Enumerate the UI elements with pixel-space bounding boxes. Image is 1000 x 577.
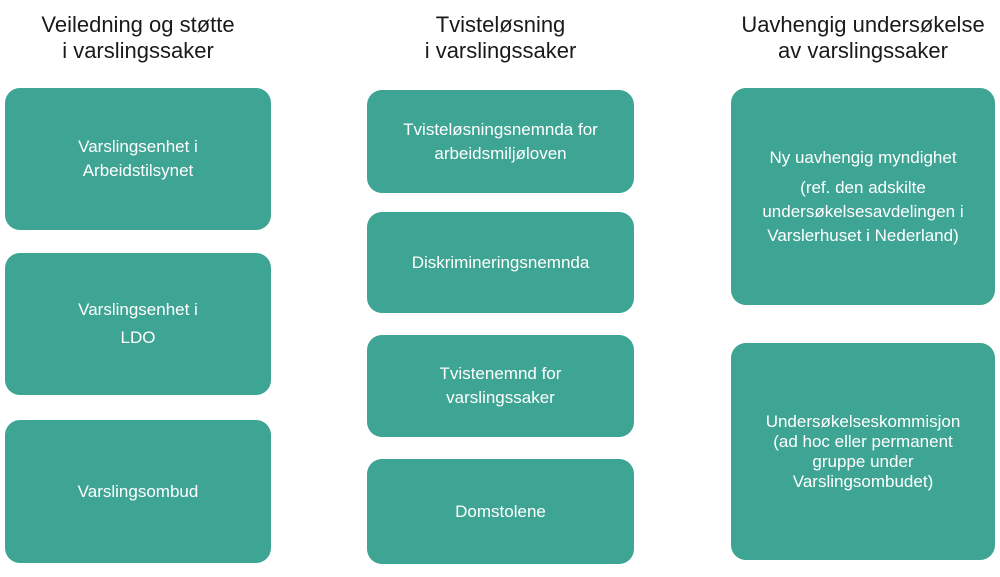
box-text-line: Diskrimineringsnemnda [411, 252, 590, 272]
box-varslingsenhet-ldo: Varslingsenhet i LDO [5, 253, 271, 395]
column-header-line: i varslingssaker [62, 38, 214, 63]
column-header-line: i varslingssaker [424, 38, 577, 63]
box-text-line: undersøkelsesavdelingen i [762, 201, 964, 221]
box-text-line: (ref. den adskilte [800, 177, 926, 197]
box-text-line: Varslingsenhet i [78, 300, 198, 319]
box-text-line: LDO [120, 328, 156, 347]
box-text-line: (ad hoc eller permanent [773, 431, 953, 451]
box-varslingsenhet-arbeidstilsynet: Varslingsenhet i Arbeidstilsynet [5, 88, 271, 230]
box-text-line: Ny uavhengig myndighet [769, 147, 957, 167]
box-text-line: arbeidsmiljøloven [434, 143, 567, 163]
box-text-line: Domstolene [455, 501, 546, 521]
box-text-line: Undersøkelseskommisjon [765, 411, 961, 431]
box-undersokelseskommisjon: Undersøkelseskommisjon (ad hoc eller per… [731, 343, 995, 560]
column-header: Veiledning og støtte i varslingssaker [5, 12, 271, 64]
column-header-line: Tvisteløsning [435, 12, 566, 37]
box-text-line: varslingssaker [446, 388, 555, 407]
column-uavhengig-undersokelse: Uavhengig undersøkelse av varslingssaker… [731, 0, 995, 577]
box-diskrimineringsnemnda: Diskrimineringsnemnda [367, 212, 634, 313]
box-varslingsombud: Varslingsombud [5, 420, 271, 563]
box-text-line: Varslingsombudet) [792, 471, 934, 491]
box-text-line: Varslingsenhet i [78, 137, 198, 156]
box-ny-uavhengig-myndighet: Ny uavhengig myndighet (ref. den adskilt… [731, 88, 995, 305]
column-header: Tvisteløsning i varslingssaker [367, 12, 634, 64]
box-tvistelosningsnemnda: Tvisteløsningsnemnda for arbeidsmiljølov… [367, 90, 634, 193]
column-header-line: av varslingssaker [778, 38, 948, 63]
box-text-line: gruppe under [812, 451, 914, 471]
column-header-line: Veiledning og støtte [41, 12, 235, 37]
box-text-line: Varslerhuset i Nederland) [767, 225, 959, 245]
box-tvistenemnd: Tvistenemnd for varslingssaker [367, 335, 634, 437]
column-veiledning-og-stotte: Veiledning og støtte i varslingssaker Va… [5, 0, 271, 577]
box-text-line: Tvistenemnd for [439, 364, 562, 383]
column-tvistelosning: Tvisteløsning i varslingssaker Tvisteløs… [367, 0, 634, 577]
box-domstolene: Domstolene [367, 459, 634, 564]
column-header-line: Uavhengig undersøkelse [741, 12, 985, 37]
box-text-line: Arbeidstilsynet [82, 161, 194, 180]
column-header: Uavhengig undersøkelse av varslingssaker [731, 12, 995, 64]
box-text-line: Tvisteløsningsnemnda for [403, 119, 598, 139]
box-text-line: Varslingsombud [77, 481, 199, 501]
